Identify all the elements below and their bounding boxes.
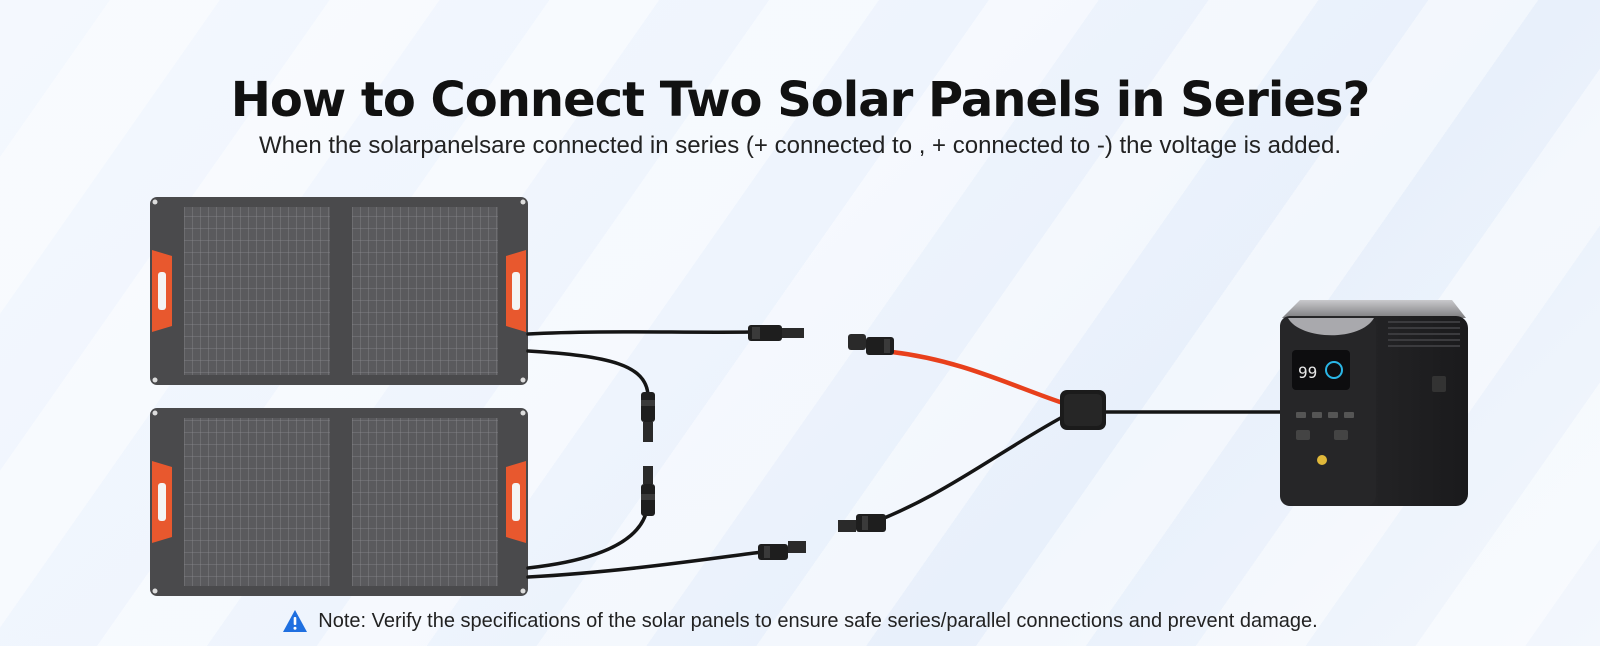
warning-triangle-icon [283,610,308,632]
solar-cell-array [352,207,498,375]
mc4-connector [748,325,804,341]
lcd-screen [1292,350,1350,390]
usb-ports [1296,412,1354,440]
mc4-connector [838,514,886,532]
battery-ring-icon [1325,361,1343,379]
cable-top-negative [526,349,650,397]
mc4-connector [758,541,806,560]
mc4-connector [641,466,655,516]
lcd-readout: 99 [1298,363,1317,382]
power-button-icon [1317,455,1327,465]
portable-power-station: 99 [1280,300,1468,506]
solar-cell-array [352,418,498,586]
cable-bottom-positive [526,498,650,570]
solar-panel-bottom [150,408,528,596]
cables [526,330,1292,579]
y-branch-red [889,349,1063,405]
page-subtitle: When the solarpanelsare connected in ser… [258,132,1341,159]
solar-cell-array [184,418,330,586]
vent-grille [1388,321,1460,347]
y-branch-black [856,412,1070,530]
solar-panel-top [150,197,528,385]
cable-bottom-negative [526,550,764,579]
y-splitter-hub [1060,390,1106,430]
cable-top-positive [526,330,754,336]
solar-cell-array [184,207,330,375]
mc4-connector [641,392,655,442]
mc4-connector [848,334,894,355]
footer-note: Note: Verify the specifications of the s… [0,609,1600,633]
side-port [1432,376,1446,392]
note-text: Note: Verify the specifications of the s… [318,609,1318,632]
page-title: How to Connect Two Solar Panels in Serie… [230,72,1371,128]
